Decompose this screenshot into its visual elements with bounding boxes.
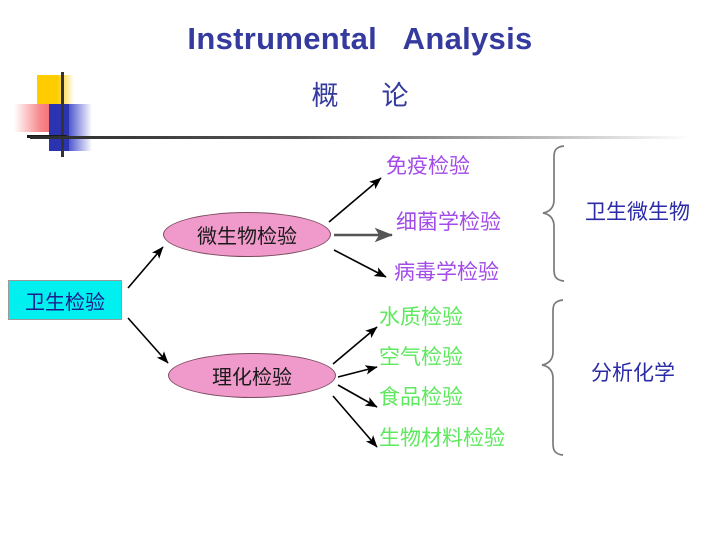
brace-analytical-chemistry: [541, 299, 564, 456]
decor-vertical-line: [61, 72, 64, 157]
connector-root-to-physchem: [127, 317, 169, 364]
connector-physchem-to-air: [337, 365, 378, 378]
title-divider-rule: [30, 136, 690, 139]
group-label-analytical-chemistry: 分析化学: [591, 361, 675, 385]
leaf-bacteriology[interactable]: 细菌学检验: [396, 210, 501, 234]
leaf-immunoassay[interactable]: 免疫检验: [386, 154, 470, 178]
leaf-virology[interactable]: 病毒学检验: [394, 260, 499, 284]
leaf-food-inspection[interactable]: 食品检验: [379, 385, 463, 409]
slide-title: Instrumental Analysis: [187, 21, 533, 56]
brace-microbiology: [542, 145, 565, 282]
group-label-hygiene-microbiology: 卫生微生物: [585, 200, 690, 224]
node-branch-physicochemical[interactable]: 理化检验: [168, 353, 336, 398]
connector-micro-to-viral: [333, 249, 387, 278]
leaf-biological-material[interactable]: 生物材料检验: [379, 426, 505, 450]
leaf-air-quality[interactable]: 空气检验: [379, 345, 463, 369]
leaf-water-quality[interactable]: 水质检验: [379, 305, 463, 329]
node-branch-microbiology[interactable]: 微生物检验: [163, 212, 331, 257]
connector-physchem-to-water: [332, 326, 378, 365]
decor-blue-accent: [49, 104, 69, 151]
node-root-hygiene-inspection[interactable]: 卫生检验: [8, 280, 122, 320]
connector-root-to-micro: [127, 246, 164, 289]
connector-physchem-to-food: [337, 384, 378, 408]
slide-subtitle: 概 论: [311, 81, 409, 112]
connector-physchem-to-biomat: [332, 395, 378, 448]
connector-micro-to-immu: [328, 177, 382, 223]
